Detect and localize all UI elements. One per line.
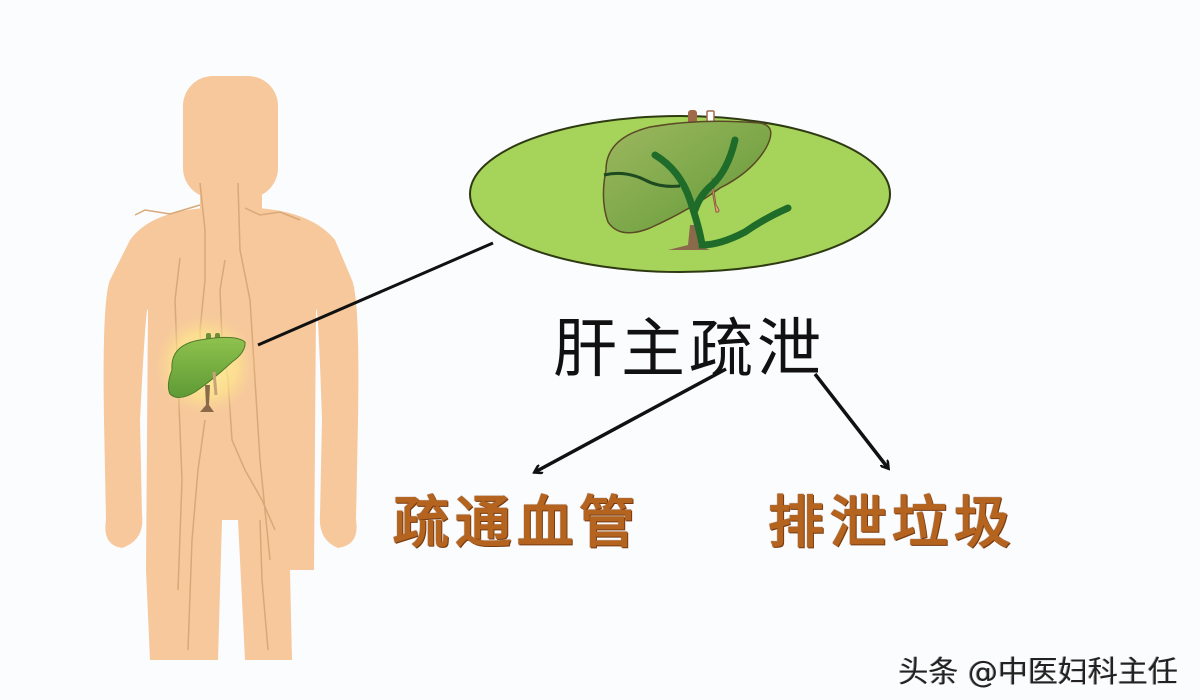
- small-liver-icon: [167, 333, 246, 412]
- human-body-figure: [103, 76, 359, 660]
- callout-line: [257, 241, 494, 347]
- callout-liver-ellipse: [469, 110, 891, 273]
- arrow-right: [813, 372, 888, 468]
- head: [183, 76, 278, 198]
- diagram-title: 肝主疏泄: [553, 313, 825, 387]
- large-liver-icon: [602, 110, 792, 250]
- branch-label-excrete-waste: 排泄垃圾: [768, 491, 1016, 556]
- branch-label-unblock-vessels: 疏通血管: [393, 491, 641, 556]
- watermark: 头条 @中医妇科主任: [898, 655, 1178, 690]
- arrow-left: [535, 367, 727, 472]
